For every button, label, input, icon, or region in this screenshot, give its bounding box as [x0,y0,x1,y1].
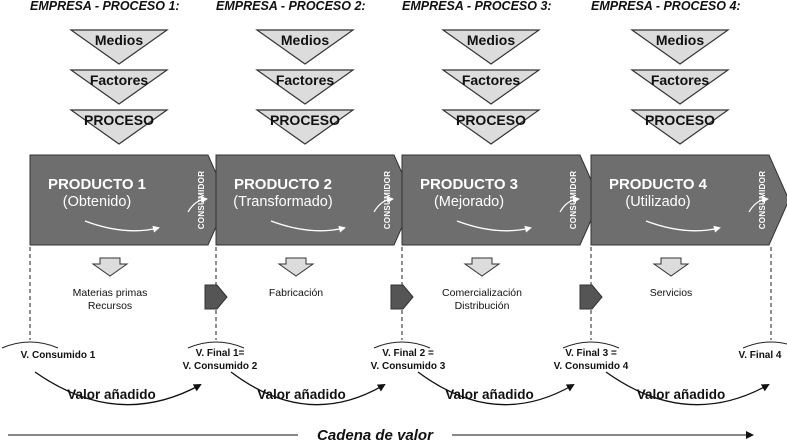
value-point-label: V. Final 2 = [382,348,434,359]
activity-label: Fabricación [269,287,323,299]
transfer-arrow-1 [204,284,228,310]
value-point-arc-5 [742,341,787,349]
consumer-label: CONSUMIDOR [569,171,578,230]
stage-label: PROCESO [270,112,340,128]
inner-curved-arrow [84,220,160,233]
down-block-arrow [91,257,129,277]
value-point-arc-3 [373,341,431,349]
consumer-arrow [187,195,208,213]
value-point-label: V. Consumido 3 [371,361,446,372]
added-value-label: Valor añadido [637,387,726,402]
stage-label: Factores [462,72,521,88]
stage-triangle-factores [441,69,541,105]
added-value-arrow-3 [417,371,575,406]
consumer-label: CONSUMIDOR [197,171,206,230]
down-block-arrow [463,257,501,277]
product-shape [401,154,601,246]
down-block-arrow [652,257,690,277]
value-point-arc-2 [187,341,245,349]
activity-label: Materias primas [73,287,148,299]
stage-triangle-medios [441,29,541,65]
value-point-label: V. Final 3 = [565,348,617,359]
process-header: EMPRESA - PROCESO 1: [30,0,180,13]
down-block-arrow [277,257,315,277]
stage-label: Factores [90,72,149,88]
stage-triangle-proceso [441,109,541,145]
stage-label: PROCESO [645,112,715,128]
consumer-label: CONSUMIDOR [758,171,767,230]
value-point-label: V. Consumido 1 [21,350,96,361]
process-header: EMPRESA - PROCESO 4: [591,0,741,13]
activity-label: Recursos [88,300,132,312]
inner-curved-arrow [270,220,346,233]
stage-label: Medios [95,32,143,48]
value-point-label: V. Final 4 [739,350,782,361]
added-value-arrow-2 [230,371,386,406]
added-value-arrow-4 [605,371,770,406]
value-point-label: V. Consumido 2 [183,361,258,372]
value-point-label: V. Final 1= [196,348,245,359]
consumer-label: CONSUMIDOR [383,171,392,230]
stage-label: Medios [656,32,704,48]
stage-triangle-medios [630,29,730,65]
product-title: PRODUCTO 1 [48,176,146,193]
product-title: PRODUCTO 3 [420,176,518,193]
stage-label: Factores [651,72,710,88]
product-subtitle: (Transformado) [233,194,332,210]
stage-triangle-factores [255,69,355,105]
activity-label: Servicios [650,287,693,299]
stage-triangle-proceso [255,109,355,145]
consumer-arrow [748,195,769,213]
value-point-label: V. Consumido 4 [554,361,629,372]
process-header: EMPRESA - PROCESO 3: [402,0,552,13]
stage-triangle-factores [630,69,730,105]
stage-triangle-medios [69,29,169,65]
product-subtitle: (Mejorado) [434,194,504,210]
added-value-label: Valor añadido [67,387,156,402]
consumer-arrow [373,195,394,213]
process-group-2: EMPRESA - PROCESO 2: MediosFactoresPROCES… [215,0,415,299]
chain-label: Cadena de valor [317,427,434,443]
activity-label: Distribución [455,300,510,312]
process-group-3: EMPRESA - PROCESO 3: MediosFactoresPROCES… [401,0,601,312]
process-header: EMPRESA - PROCESO 2: [216,0,366,13]
process-group-1: EMPRESA - PROCESO 1: MediosFactoresPROCES… [29,0,229,312]
stage-triangle-proceso [69,109,169,145]
product-subtitle: (Utilizado) [625,194,690,210]
stage-label: Factores [276,72,335,88]
product-shape [590,154,787,246]
product-title: PRODUCTO 4 [609,176,708,193]
stage-label: PROCESO [84,112,154,128]
added-value-arrow-1 [34,371,202,406]
activity-label: Comercialización [442,287,522,299]
stage-triangle-proceso [630,109,730,145]
transfer-arrow-3 [579,284,603,310]
stage-label: Medios [281,32,329,48]
value-point-arc-4 [562,341,620,349]
consumer-arrow [559,195,580,213]
stage-label: PROCESO [456,112,526,128]
product-subtitle: (Obtenido) [63,194,132,210]
added-value-label: Valor añadido [257,387,346,402]
process-group-4: EMPRESA - PROCESO 4: MediosFactoresPROCES… [590,0,787,299]
stage-label: Medios [467,32,515,48]
inner-curved-arrow [456,220,532,233]
stage-triangle-factores [69,69,169,105]
added-value-label: Valor añadido [445,387,534,402]
inner-curved-arrow [645,220,721,233]
value-point-arc-1 [1,341,59,349]
product-title: PRODUCTO 2 [234,176,332,193]
transfer-arrow-2 [390,284,414,310]
stage-triangle-medios [255,29,355,65]
